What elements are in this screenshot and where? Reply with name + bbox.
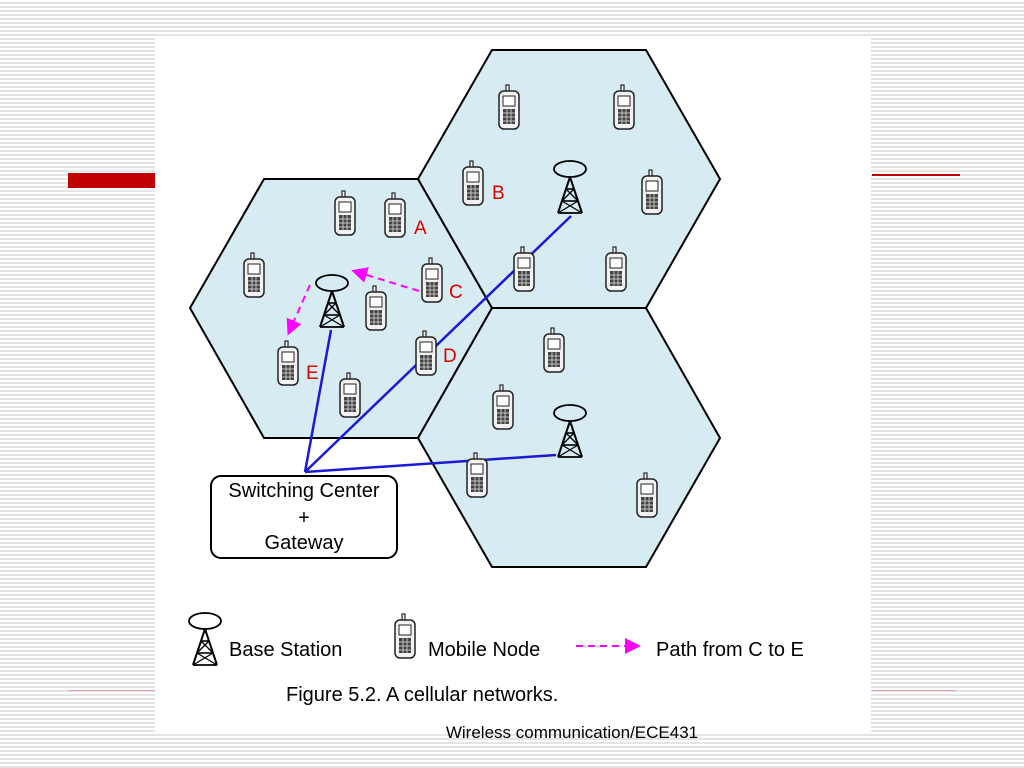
mobile-phone-icon (277, 340, 299, 386)
mobile-phone-icon (498, 84, 520, 130)
figure-caption: Figure 5.2. A cellular networks. (286, 684, 558, 706)
mobile-phone-icon (641, 169, 663, 215)
path-c-to-base (351, 267, 420, 292)
mobile-phone-icon (394, 613, 416, 659)
gateway-label: Gateway (265, 532, 344, 554)
mobile-phone-icon (243, 252, 265, 298)
mobile-phone-icon (384, 192, 406, 238)
accent-line (872, 174, 960, 176)
divider-line-left (68, 690, 156, 691)
mobile-phone-icon (462, 160, 484, 206)
legend-base-station-label: Base Station (229, 639, 342, 661)
accent-bar (68, 173, 158, 188)
node-label-e: E (306, 363, 319, 384)
mobile-phone-icon (415, 330, 437, 376)
node-label-d: D (443, 346, 457, 367)
path-base-to-e (286, 284, 311, 336)
mobile-phone-icon (339, 372, 361, 418)
mobile-phone-icon (513, 246, 535, 292)
mobile-phone-icon (613, 84, 635, 130)
mobile-phone-icon (365, 285, 387, 331)
divider-line-right (872, 690, 956, 691)
link-to-base-station-bottom (304, 453, 557, 474)
mobile-phone-icon (543, 327, 565, 373)
switching-center-box (210, 475, 398, 559)
mobile-phone-icon (466, 452, 488, 498)
mobile-phone-icon (492, 384, 514, 430)
legend: Base Station Mobile Node Path from C to … (188, 612, 804, 666)
mobile-phone-icon (421, 257, 443, 303)
cellular-network-diagram: A B C D E Switching Center + Gateway Bas… (188, 49, 804, 706)
legend-path-label: Path from C to E (656, 639, 804, 661)
mobile-phone-icon (334, 190, 356, 236)
switching-center-label: Switching Center (228, 480, 380, 502)
footer-text: Wireless communication/ECE431 (445, 723, 699, 742)
node-label-c: C (449, 282, 463, 303)
switching-center-plus: + (298, 507, 310, 529)
mobile-phone-icon (605, 246, 627, 292)
figure-panel: A B C D E Switching Center + Gateway Bas… (155, 38, 871, 732)
antenna-tower-icon (188, 612, 222, 666)
link-to-base-station-left (303, 329, 333, 473)
mobile-phone-icon (636, 472, 658, 518)
legend-mobile-node-label: Mobile Node (428, 639, 540, 661)
node-label-a: A (414, 218, 427, 239)
node-label-b: B (492, 183, 505, 204)
